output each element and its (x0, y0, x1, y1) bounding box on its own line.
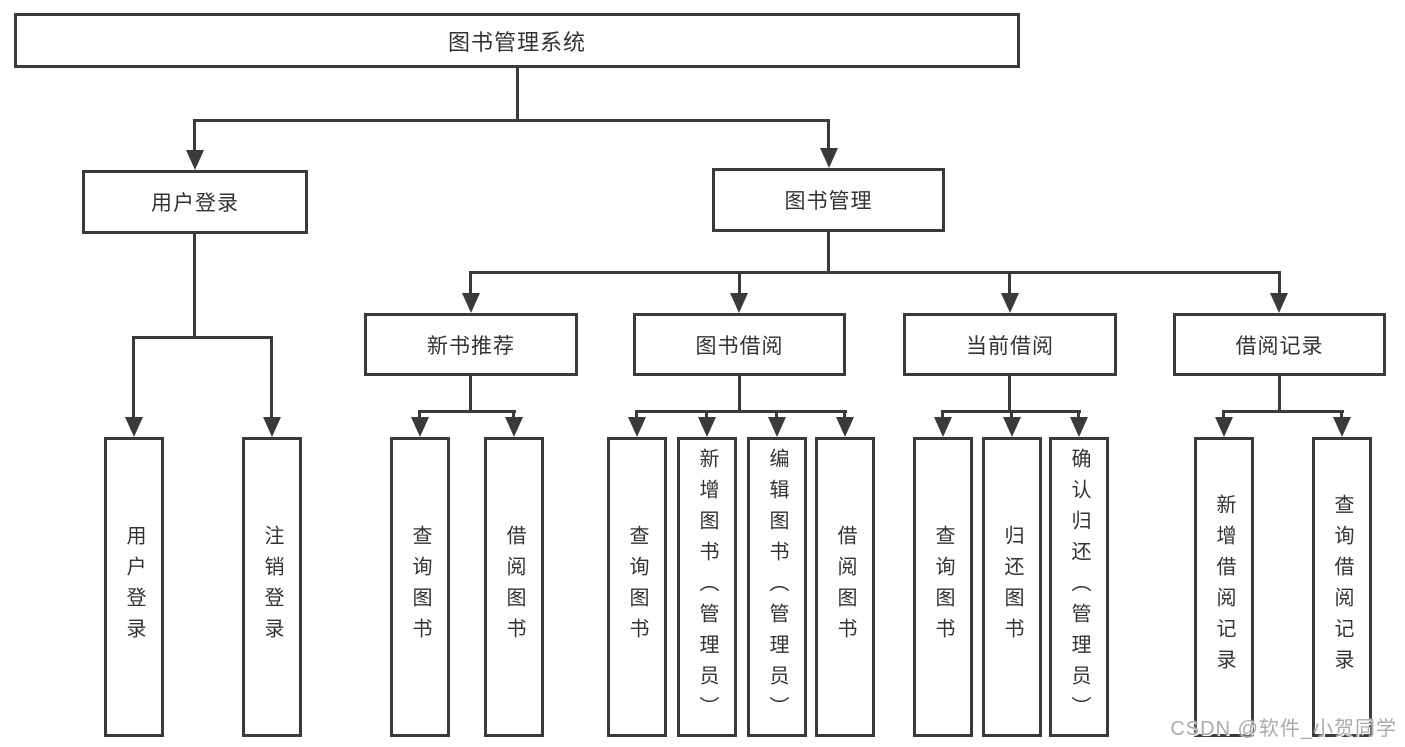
leaf-current-query-books: 查询图书 (913, 437, 973, 737)
connector-s3-child3 (1077, 410, 1080, 419)
connector-management-trunk (827, 232, 830, 271)
leaf-return-books: 归还图书 (982, 437, 1042, 737)
leaf-query-borrow-record: 查询借阅记录 (1312, 437, 1372, 737)
connector-s4-hline (1222, 410, 1344, 413)
leaf-recommend-borrow-books: 借阅图书 (484, 437, 544, 737)
arrowhead-login-child1 (125, 417, 143, 437)
connector-s4-child1 (1222, 410, 1225, 419)
leaf-add-borrow-record: 新增借阅记录 (1194, 437, 1254, 737)
connector-s4-child2 (1340, 410, 1343, 419)
arrowhead-s2-child4 (836, 417, 854, 437)
leaf-user-login: 用户登录 (104, 437, 164, 737)
leaf-logout: 注销登录 (242, 437, 302, 737)
leaf-add-books-admin: 新增图书（管理员） (677, 437, 737, 737)
connector-to-section2 (738, 271, 741, 293)
connector-s1-child1 (418, 410, 421, 419)
arrowhead-s3-child3 (1070, 417, 1088, 437)
arrowhead-s4-child1 (1215, 417, 1233, 437)
connector-to-section1 (469, 271, 472, 293)
arrowhead-section4 (1270, 293, 1288, 313)
leaf-recommend-query-books: 查询图书 (390, 437, 450, 737)
connector-s2-child3 (775, 410, 778, 419)
csdn-watermark: CSDN @软件_小贺同学 (1170, 718, 1397, 740)
connector-s4-trunk (1278, 376, 1281, 410)
connector-root-trunk (516, 68, 519, 119)
connector-s2-child1 (635, 410, 638, 419)
connector-login-child1 (132, 336, 135, 417)
arrowhead-s1-child2 (505, 417, 523, 437)
leaf-borrowing-borrow-books: 借阅图书 (815, 437, 875, 737)
arrowhead-s2-child3 (768, 417, 786, 437)
arrowhead-s2-child2 (698, 417, 716, 437)
connector-s3-child1 (941, 410, 944, 419)
arrowhead-login-child2 (263, 417, 281, 437)
connector-s3-trunk (1008, 376, 1011, 410)
node-root: 图书管理系统 (14, 13, 1020, 68)
connector-login-trunk (193, 234, 196, 336)
connector-login-hline (132, 336, 273, 339)
node-new-book-recommend: 新书推荐 (364, 313, 578, 376)
leaf-borrowing-query-books: 查询图书 (607, 437, 667, 737)
connector-root-to-login (193, 119, 196, 150)
leaf-confirm-return-admin: 确认归还（管理员） (1049, 437, 1109, 737)
arrowhead-to-login (186, 150, 204, 170)
connector-to-section3 (1008, 271, 1011, 293)
connector-to-section4 (1278, 271, 1281, 293)
connector-login-child2 (270, 336, 273, 417)
connector-management-hline (469, 271, 1281, 274)
connector-s2-child4 (843, 410, 846, 419)
arrowhead-s2-child1 (628, 417, 646, 437)
arrowhead-to-management (820, 148, 838, 168)
node-borrowing-records: 借阅记录 (1173, 313, 1386, 376)
leaf-edit-books-admin: 编辑图书（管理员） (747, 437, 807, 737)
connector-s2-trunk (738, 376, 741, 410)
arrowhead-s4-child2 (1333, 417, 1351, 437)
arrowhead-section3 (1001, 293, 1019, 313)
connector-root-to-management (827, 119, 830, 148)
connector-s2-hline (635, 410, 847, 413)
connector-s1-child2 (512, 410, 515, 419)
connector-s2-child2 (705, 410, 708, 419)
node-user-login: 用户登录 (82, 170, 308, 234)
arrowhead-section1 (462, 293, 480, 313)
arrowhead-s3-child1 (934, 417, 952, 437)
connector-root-hline (193, 119, 830, 122)
arrowhead-s3-child2 (1003, 417, 1021, 437)
connector-s3-child2 (1010, 410, 1013, 419)
connector-s1-trunk (469, 376, 472, 410)
node-current-borrowing: 当前借阅 (903, 313, 1117, 376)
arrowhead-section2 (730, 293, 748, 313)
node-book-borrowing: 图书借阅 (633, 313, 846, 376)
connector-s1-hline (418, 410, 516, 413)
node-book-management: 图书管理 (712, 168, 945, 232)
arrowhead-s1-child1 (411, 417, 429, 437)
